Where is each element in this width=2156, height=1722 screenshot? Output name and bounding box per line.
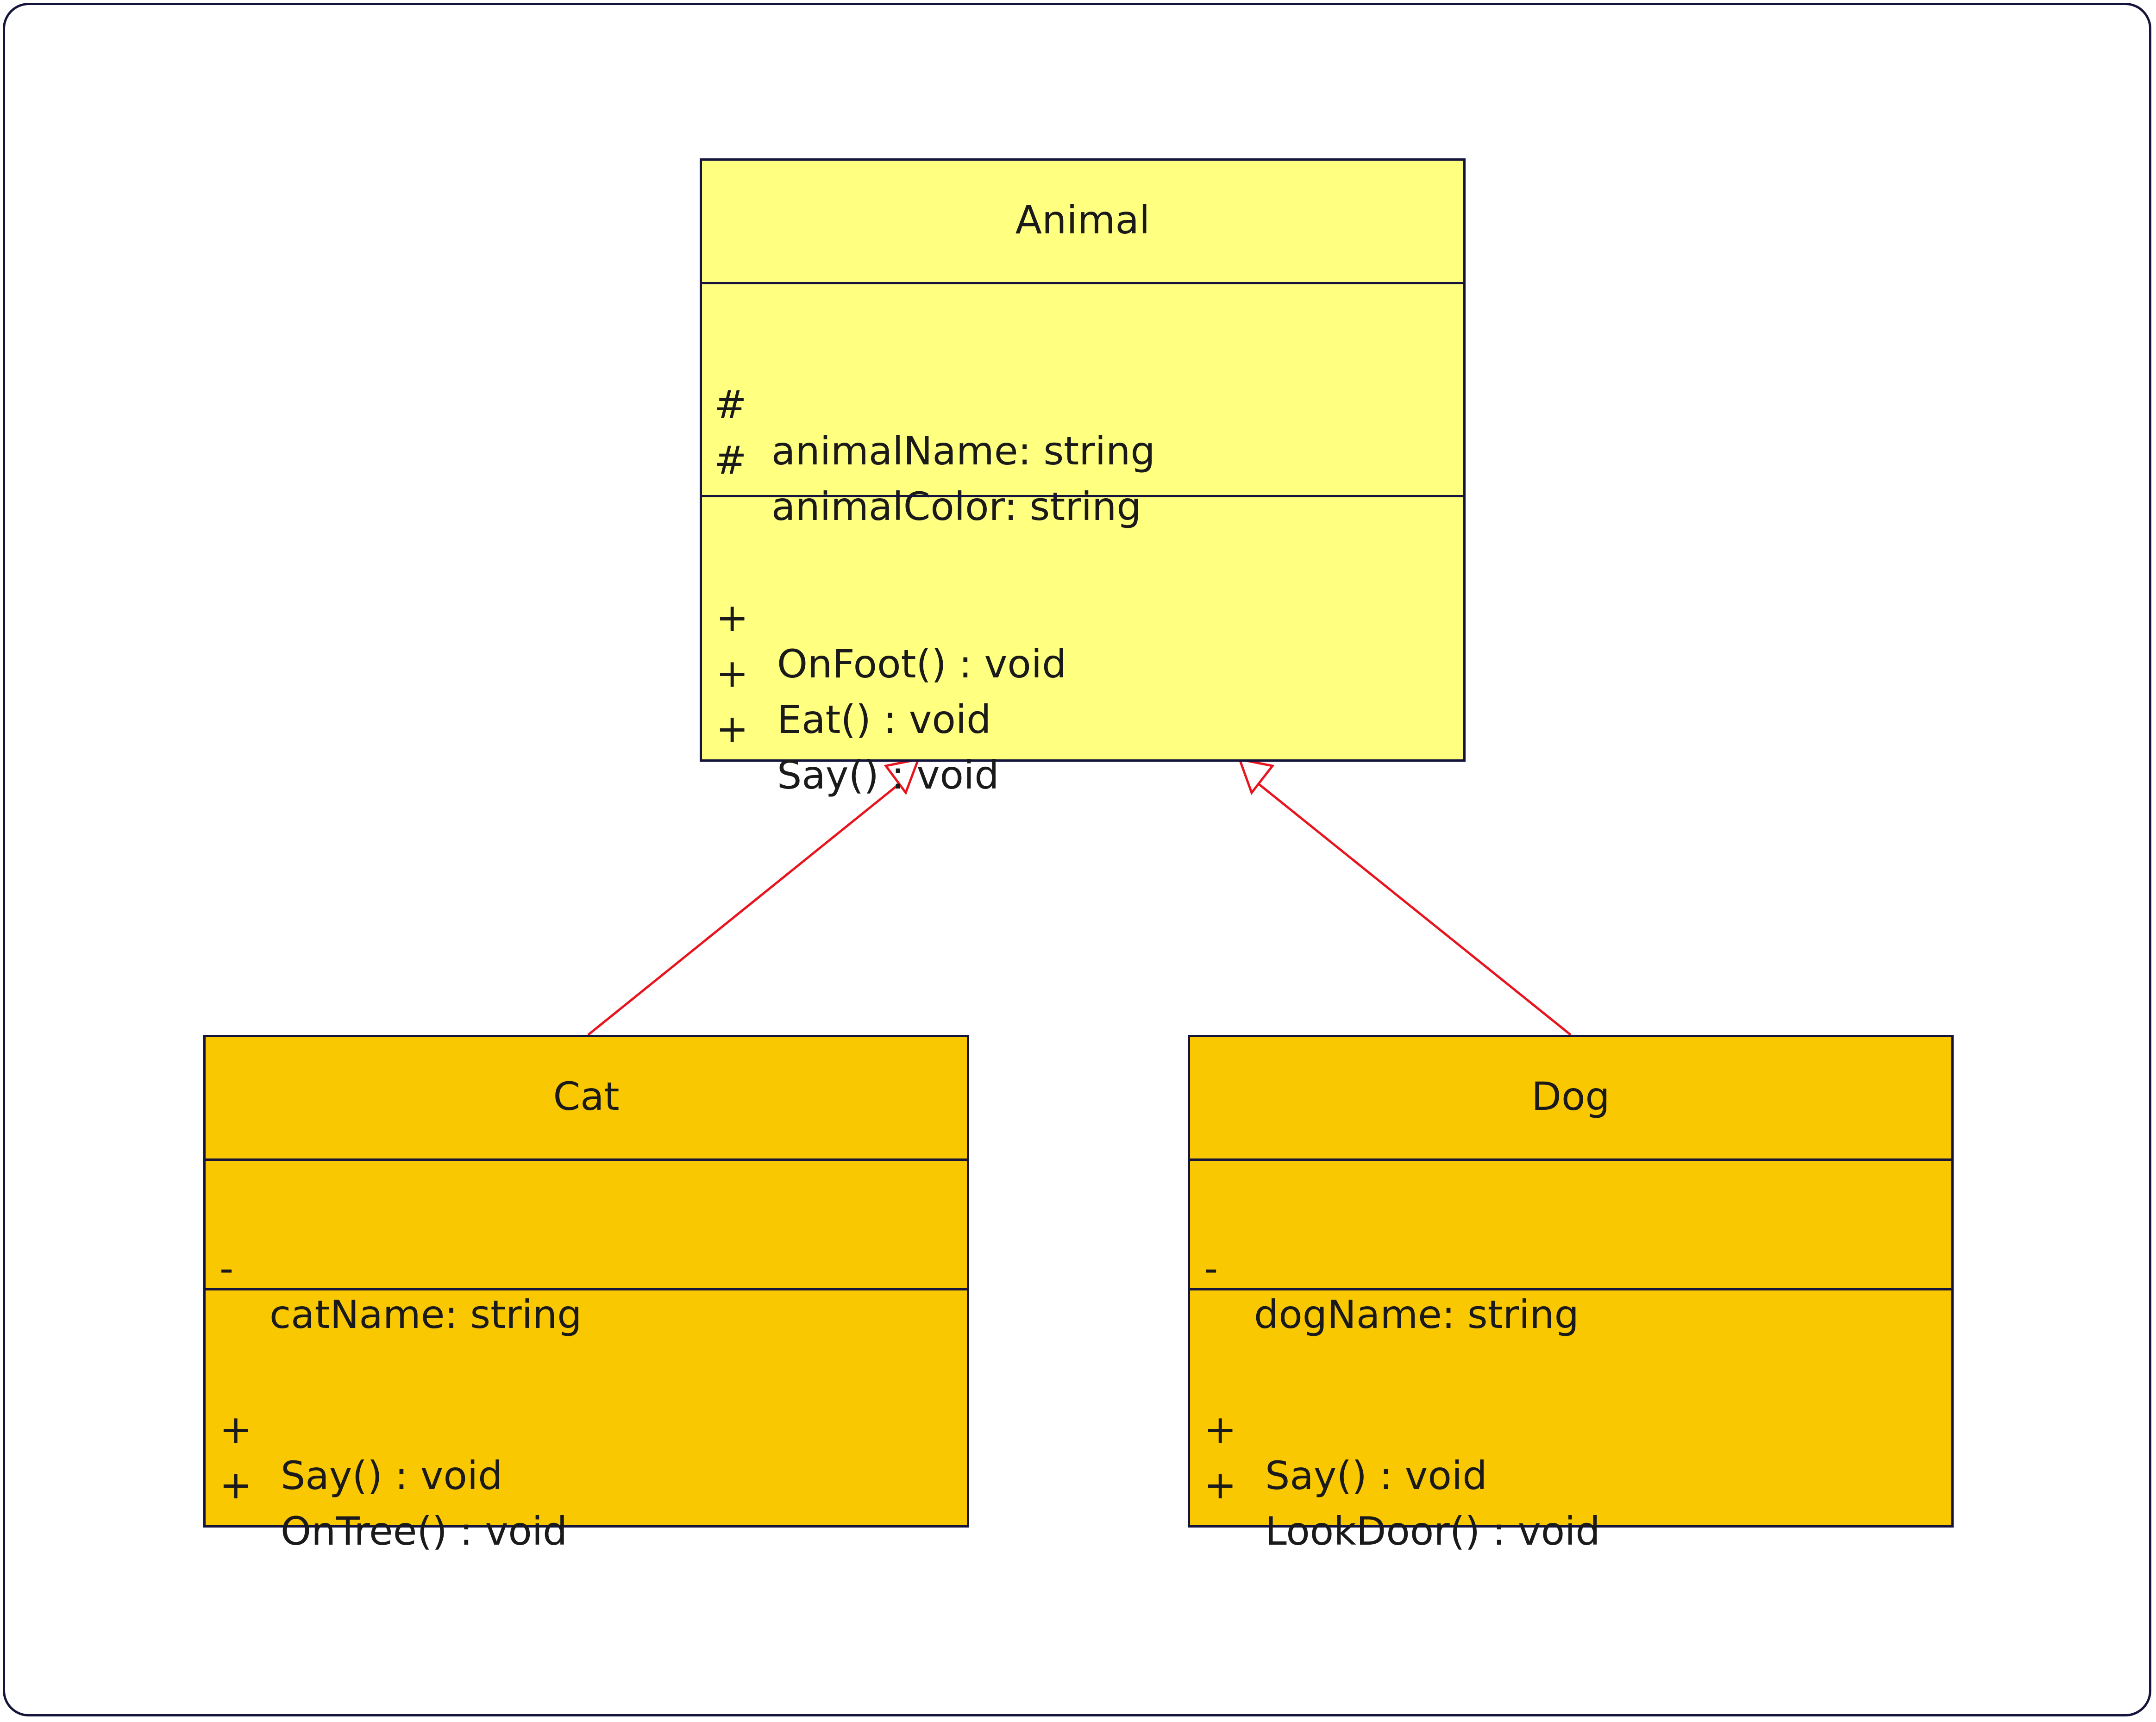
- class-cat-name-compartment: Cat: [206, 1037, 967, 1158]
- operation-text: Say() : void: [1265, 1453, 1487, 1498]
- class-animal-name-compartment: Animal: [702, 161, 1463, 282]
- operation-visibility: +: [716, 595, 749, 640]
- class-dog-name: Dog: [1531, 1074, 1610, 1119]
- class-dog-attributes: - dogName: string: [1190, 1158, 1951, 1337]
- attribute-row: # animalColor: string: [702, 391, 1141, 576]
- class-animal-operations: + OnFoot() : void + Eat() : void + Say()…: [702, 495, 1463, 798]
- operation-visibility: +: [716, 651, 749, 696]
- class-cat-operations: + Say() : void + OnTree() : void: [206, 1288, 967, 1554]
- operation-row: + Say() : void: [206, 1360, 503, 1545]
- operation-row: + Eat() : void: [702, 604, 991, 789]
- operation-visibility: +: [219, 1462, 252, 1508]
- operation-text: OnFoot() : void: [777, 641, 1067, 687]
- attribute-visibility: #: [714, 438, 747, 483]
- attribute-visibility: #: [714, 382, 747, 427]
- operation-text: Say() : void: [281, 1453, 503, 1498]
- operation-visibility: +: [1204, 1462, 1237, 1508]
- class-dog-operations: + Say() : void + LookDoor() : void: [1190, 1288, 1951, 1554]
- operation-text: Eat() : void: [777, 697, 991, 742]
- operation-row: + OnFoot() : void: [702, 548, 1066, 733]
- operation-visibility: +: [716, 706, 749, 751]
- attribute-visibility: -: [219, 1246, 234, 1291]
- class-animal[interactable]: Animal # animalName: string # animalColo…: [700, 158, 1466, 798]
- class-cat-name: Cat: [553, 1074, 620, 1119]
- attribute-text: catName: string: [270, 1292, 582, 1337]
- class-dog-name-compartment: Dog: [1190, 1037, 1951, 1158]
- class-cat-attributes: - catName: string: [206, 1158, 967, 1337]
- operation-text: LookDoor() : void: [1265, 1509, 1600, 1554]
- operation-row: + LookDoor() : void: [1190, 1415, 1600, 1601]
- attribute-row: # animalName: string: [702, 335, 1155, 520]
- class-animal-name: Animal: [1015, 197, 1150, 243]
- attribute-text: animalColor: string: [771, 484, 1141, 529]
- attribute-text: dogName: string: [1254, 1292, 1579, 1337]
- operation-row: + OnTree() : void: [206, 1415, 567, 1601]
- attribute-visibility: -: [1204, 1246, 1218, 1291]
- attribute-row: - catName: string: [206, 1199, 582, 1384]
- operation-row: + Say() : void: [1190, 1360, 1487, 1545]
- operation-text: Say() : void: [777, 752, 999, 798]
- operation-visibility: +: [1204, 1407, 1237, 1452]
- attribute-text: animalName: string: [771, 428, 1155, 474]
- class-animal-attributes: # animalName: string # animalColor: stri…: [702, 282, 1463, 529]
- attribute-row: - dogName: string: [1190, 1199, 1579, 1384]
- operation-text: OnTree() : void: [281, 1509, 568, 1554]
- class-dog[interactable]: Dog - dogName: string + Say() : void + L…: [1188, 1035, 1954, 1554]
- operation-visibility: +: [219, 1407, 252, 1452]
- operation-row: + Say() : void: [702, 659, 999, 845]
- class-cat[interactable]: Cat - catName: string + Say() : void + O…: [203, 1035, 969, 1554]
